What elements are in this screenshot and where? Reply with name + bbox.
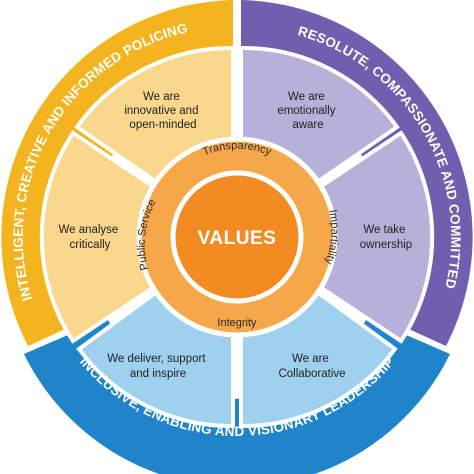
core-label: VALUES [198,228,277,249]
segment-line: innovative and [124,105,198,117]
segment-line: We deliver, support [107,353,206,365]
segment-label-left: We analyse critically [58,224,121,251]
segment-line: ownership [360,239,412,251]
segment-line: We are [288,91,325,103]
segment-label-top-right: We are emotionally aware [277,91,338,131]
segment-line: and inspire [130,368,186,380]
segment-label-right: We take ownership [360,224,412,251]
segment-label-bottom-right: We are Collaborative [278,353,345,380]
value-integrity: Integrity [217,317,257,329]
segment-line: aware [292,119,323,131]
value-transparency: Transparency [201,140,273,159]
segment-line: We analyse [58,224,118,236]
values-core [170,170,304,304]
segment-label-bottom-left: We deliver, support and inspire [107,353,208,380]
segment-line: We are [292,353,329,365]
segment-line: We are [143,91,180,103]
segment-line: Collaborative [278,368,345,380]
segment-line: emotionally [277,105,335,117]
segment-label-top-left: We are innovative and open-minded [124,91,201,131]
segment-line: We take [363,224,405,236]
segment-line: critically [70,239,111,251]
segment-line: open-minded [129,119,196,131]
